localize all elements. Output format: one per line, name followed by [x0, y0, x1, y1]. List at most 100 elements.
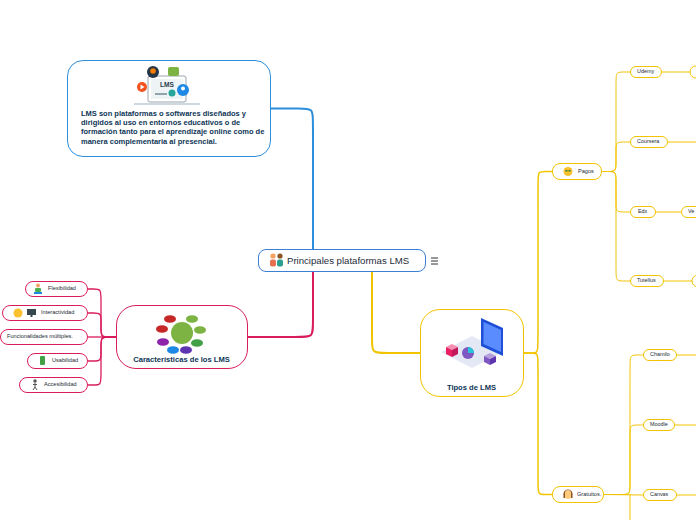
leaf-topic: Coursera	[630, 136, 668, 148]
node-text: Moodle	[650, 422, 668, 427]
branch-line	[662, 72, 690, 73]
node-text: Funcionalidades múltiples.	[7, 334, 73, 340]
branch-connector	[271, 109, 313, 250]
branch-line	[668, 142, 696, 143]
platform-illustration	[441, 336, 503, 368]
pie-icon	[169, 90, 176, 97]
node-text: Flexibilidad	[48, 286, 76, 292]
pie-icon	[462, 347, 474, 359]
subtopic: Funcionalidades múltiples.	[0, 329, 88, 345]
people-icon	[277, 253, 282, 258]
badge-icon	[177, 84, 189, 96]
user-icon	[150, 68, 156, 74]
branch-connector	[656, 212, 681, 213]
subtopic: Flexibilidad	[25, 281, 88, 297]
definition-card: LMS son plataformas o softwares diseñado…	[67, 60, 271, 157]
cube-icon	[446, 344, 458, 350]
node-text: Coursera	[637, 139, 659, 144]
subtopic: Accesibilidad	[19, 377, 88, 393]
branch-connector	[88, 289, 116, 337]
branch-connector	[88, 337, 116, 385]
face-icon	[564, 167, 573, 176]
cube-icon	[490, 356, 496, 365]
ring-ellipse	[167, 346, 179, 354]
monitor-icon	[27, 309, 36, 315]
phone-icon	[40, 356, 45, 365]
person-icon	[33, 379, 36, 382]
branch-line	[677, 355, 696, 356]
node-text: Edx	[638, 209, 647, 214]
node-text: Características de los LMS	[117, 355, 246, 364]
user-icon	[147, 66, 159, 78]
branch-connector	[604, 425, 643, 495]
monitor-icon	[31, 315, 33, 317]
ring-ellipse	[156, 325, 168, 333]
play-icon	[141, 85, 145, 90]
hub-circle	[171, 322, 193, 344]
node-text: Chamilo	[650, 352, 670, 357]
face-icon	[564, 490, 573, 499]
cube-icon	[446, 347, 452, 357]
node-text: Tipos de LMS	[421, 383, 522, 392]
branch-line	[675, 425, 696, 426]
menu-symbol	[431, 258, 438, 259]
cube-icon	[452, 347, 458, 357]
chat-icon	[168, 67, 179, 76]
node-text: Tutellus	[637, 278, 656, 283]
laptop-icon	[34, 292, 42, 294]
branch-topic: Tipos de LMS	[420, 309, 524, 397]
monitor-screen	[151, 79, 183, 99]
branch-connector	[604, 494, 643, 496]
subtopic: Usabilidad	[27, 353, 88, 369]
branch-connector	[602, 172, 630, 282]
leaf-topic: Edx	[630, 206, 656, 218]
ring-ellipse	[164, 315, 176, 323]
ring-ellipse	[157, 338, 169, 346]
node-text: Accesibilidad	[44, 382, 77, 388]
screen-bar	[155, 93, 167, 95]
branch-connector	[372, 272, 420, 353]
person-icon	[35, 288, 41, 292]
subtopic: Interactividad	[2, 305, 88, 321]
desk-line	[134, 103, 200, 105]
branch-connector	[602, 142, 630, 172]
leaf-topic: Ve	[681, 206, 696, 218]
face-icon	[566, 170, 568, 172]
subtopic: Gratuitos.	[552, 486, 604, 503]
ring-ellipse	[186, 315, 198, 323]
leaf-topic: Udemy	[630, 66, 662, 78]
cube-icon	[484, 356, 490, 365]
face-icon	[14, 309, 23, 318]
play-icon	[137, 82, 147, 92]
node-text: Interactividad	[41, 310, 74, 316]
branch-topic: Características de los LMS	[116, 305, 248, 369]
node-text: Gratuitos.	[577, 492, 601, 498]
ring-ellipse	[180, 346, 192, 354]
person-icon	[33, 383, 37, 390]
menu-symbol	[431, 264, 438, 265]
ring-ellipse	[194, 326, 206, 334]
branch-connector	[602, 72, 630, 172]
leaf-topic: Canvas	[643, 489, 677, 501]
leaf-topic: Chamilo	[643, 349, 677, 361]
face-icon	[569, 170, 571, 172]
pie-icon	[468, 347, 474, 353]
ring-ellipse	[191, 339, 203, 347]
node-text: Principales plataformas LMS	[287, 256, 409, 266]
node-text: Udemy	[637, 69, 654, 74]
branch-line	[664, 281, 692, 282]
people-icon	[270, 253, 275, 258]
cube-icon	[484, 353, 496, 359]
branch-line	[630, 494, 631, 520]
cut-box	[690, 66, 696, 78]
branch-connector	[604, 355, 643, 495]
leaf-topic: Tutellus	[630, 275, 664, 287]
node-text: Usabilidad	[52, 358, 78, 364]
central-topic: Principales plataformas LMS	[258, 249, 426, 272]
monitor-screen	[484, 322, 502, 352]
person-icon	[36, 284, 40, 288]
people-icon	[270, 260, 276, 267]
branch-connector	[88, 313, 116, 337]
